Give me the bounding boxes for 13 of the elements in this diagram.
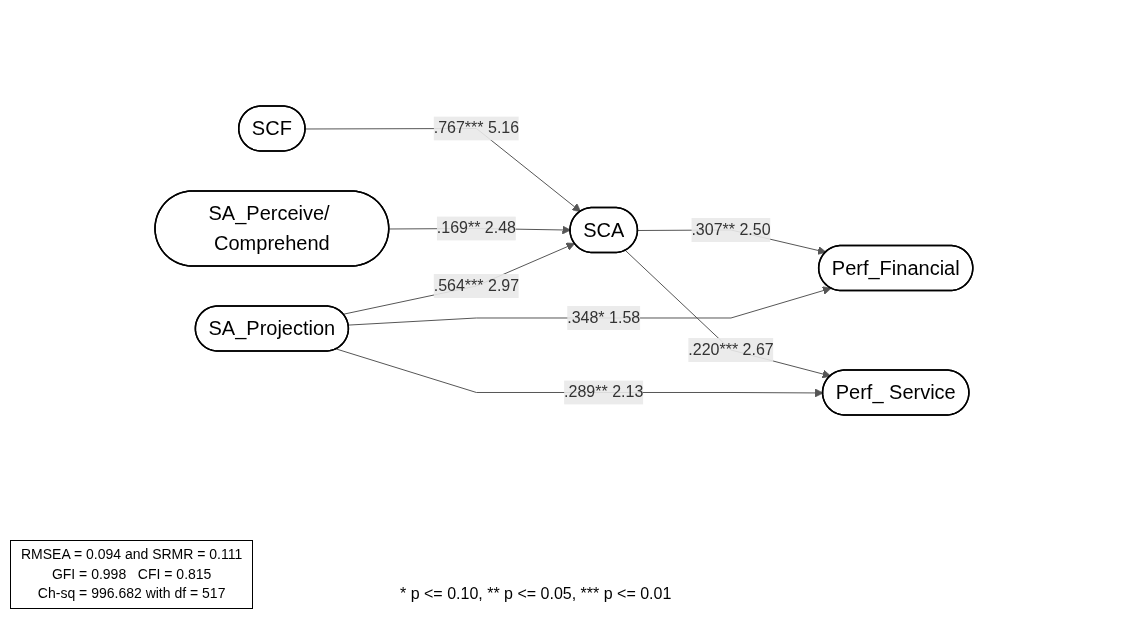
arrow [342, 242, 575, 315]
edge-label: .767*** 5.16 [433, 119, 519, 136]
edge-label: .307** 2.50 [691, 220, 771, 238]
edge-label: .348* 1.58 [566, 308, 640, 326]
fit-statistic-line: GFI = 0.998 CFI = 0.815 [50, 564, 213, 584]
fit-statistic-line: RMSEA = 0.094 and SRMR = 0.111 [21, 545, 243, 564]
fit-statistic-line: Ch-sq = 996.682 with df = 517 [36, 584, 227, 604]
edge-label: .564*** 2.97 [433, 276, 519, 294]
significance-note: * p <= 0.10, ** p <= 0.05, *** p <= 0.01 [400, 585, 672, 603]
edge-label: .169** 2.48 [436, 218, 516, 236]
arrow [624, 249, 831, 378]
edge-label: .220*** 2.67 [687, 340, 774, 358]
edge-label: .289** 2.13 [563, 382, 643, 400]
